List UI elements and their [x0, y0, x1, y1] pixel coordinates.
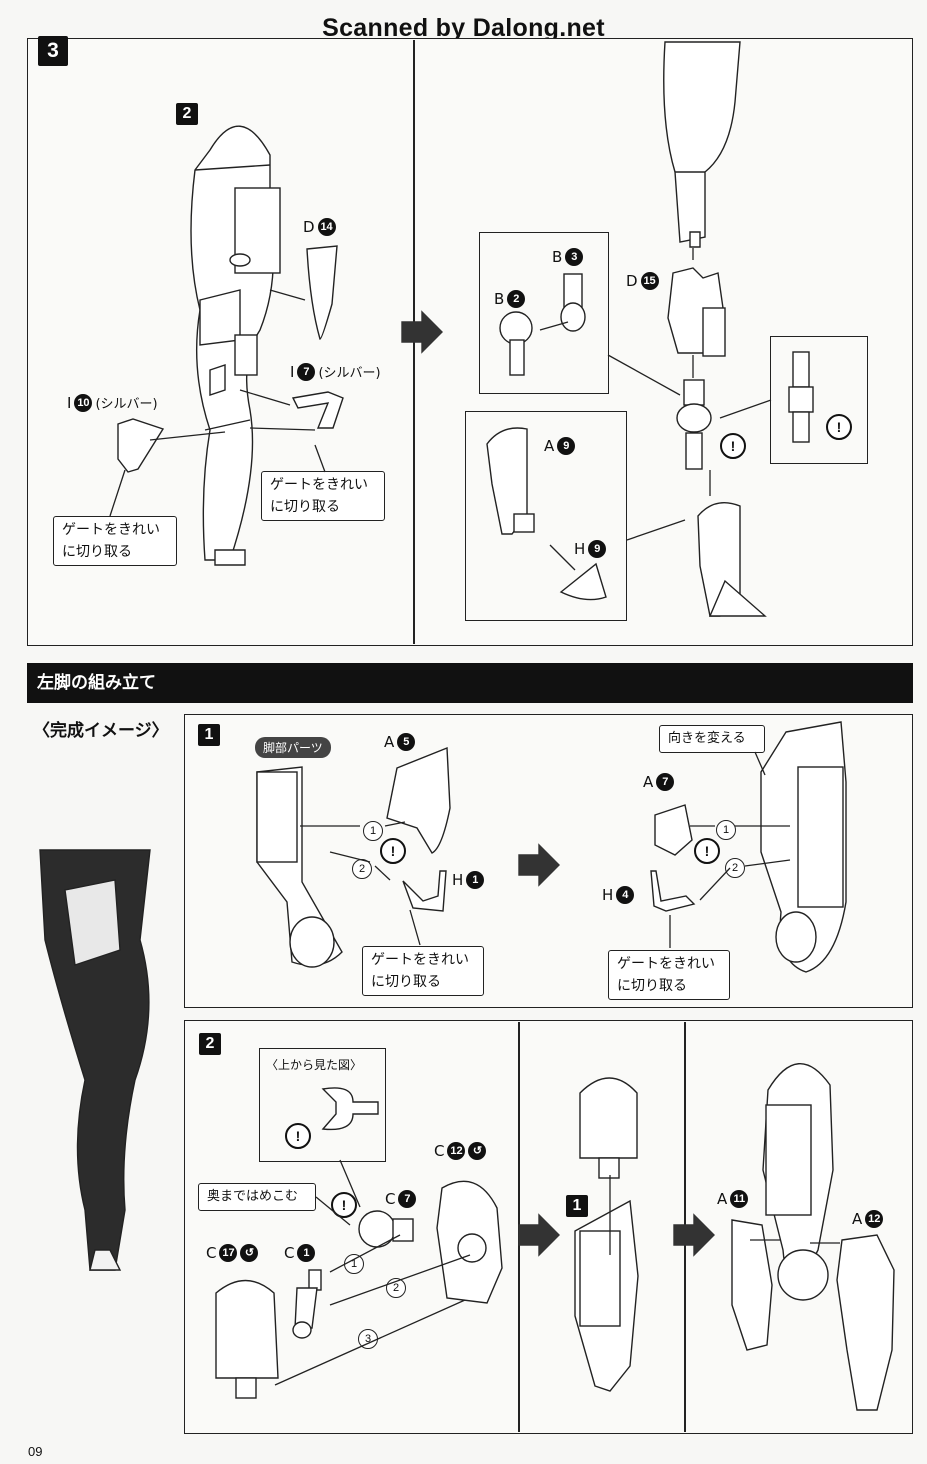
warning-icon-detail: !	[826, 414, 852, 440]
warning-icon-top-view: !	[285, 1123, 311, 1149]
step-circle-s2-3: 3	[358, 1329, 378, 1349]
assembled-leg-drawing	[762, 1063, 834, 1301]
step3-sub-badge: 2	[176, 103, 198, 125]
part-b3-drawing	[560, 273, 586, 332]
part-i7-drawing	[291, 391, 344, 429]
step-circle-1a: 1	[363, 821, 383, 841]
foot-assembly-drawing	[697, 502, 767, 617]
joint-drawing	[676, 379, 712, 470]
part-a12-drawing	[836, 1234, 895, 1411]
leg-part-left-drawing	[256, 766, 343, 968]
part-c7-drawing	[358, 1210, 414, 1248]
part-a7-drawing	[654, 804, 693, 856]
next-arrow-step2a	[518, 1213, 560, 1257]
step3-badge: 3	[38, 36, 68, 66]
watermark-text: Scanned by Dalong.net	[322, 14, 605, 42]
left-step2-badge: 2	[199, 1033, 221, 1055]
callout-cut-gate-a: ゲートをきれい に切り取る	[362, 946, 484, 996]
left-step2-sub-badge: 1	[566, 1195, 588, 1217]
step-circle-1b: 1	[716, 820, 736, 840]
inset-joint-detail	[770, 336, 868, 464]
part-c12-drawing	[436, 1180, 503, 1304]
step-circle-s2-1: 1	[344, 1254, 364, 1274]
step-circle-2b: 2	[725, 858, 745, 878]
callout-cut-gate-left: ゲートをきれい に切り取る	[53, 516, 177, 566]
page-number: 09	[28, 1444, 43, 1459]
lower-leg-top-drawing	[663, 41, 741, 248]
rotate-note: 向きを変える	[659, 725, 765, 753]
top-view-label: 〈上から見た図〉	[266, 1058, 363, 1072]
top-view-drawing	[321, 1087, 379, 1131]
next-arrow-step3	[401, 310, 443, 354]
part-d15-drawing	[667, 267, 726, 357]
part-h9-drawing	[559, 562, 607, 601]
step-circle-2a: 2	[352, 859, 372, 879]
leg-parts-pill: 脚部パーツ	[255, 737, 331, 758]
part-h1-drawing	[402, 870, 447, 912]
part-a9-drawing	[486, 427, 535, 535]
next-arrow-step2b	[673, 1213, 715, 1257]
complete-leg-image	[39, 849, 151, 1271]
warning-icon-c7: !	[331, 1192, 357, 1218]
upper-leg-drawing	[190, 125, 281, 566]
callout-push-in: 奥まではめこむ	[198, 1183, 316, 1211]
leg-part-right-drawing	[760, 721, 847, 973]
part-b2-drawing	[499, 311, 533, 376]
joint-detail-drawing	[788, 351, 814, 443]
warning-icon-joint: !	[720, 433, 746, 459]
left-step1-badge: 1	[198, 724, 220, 746]
section-title-bar: 左脚の組み立て	[27, 663, 913, 703]
mark-icon-right: !	[694, 838, 720, 864]
step-circle-s2-2: 2	[386, 1278, 406, 1298]
part-h4-drawing	[650, 870, 696, 912]
complete-image-label: 〈完成イメージ〉	[33, 721, 169, 741]
inset-b-parts	[479, 232, 609, 394]
part-a5-drawing	[386, 746, 451, 854]
callout-cut-gate-right: ゲートをきれい に切り取る	[261, 471, 385, 521]
part-d14-drawing	[306, 245, 338, 340]
part-i10-drawing	[117, 418, 165, 473]
callout-cut-gate-b: ゲートをきれい に切り取る	[608, 950, 730, 1000]
mark-icon-left: !	[380, 838, 406, 864]
part-a11-drawing	[731, 1219, 773, 1351]
mid-leg-drawing	[574, 1199, 639, 1392]
part-c17-drawing	[215, 1279, 279, 1399]
part-c1-drawing	[292, 1269, 322, 1339]
next-arrow-step1	[518, 843, 560, 887]
cap-drawing	[579, 1077, 638, 1179]
